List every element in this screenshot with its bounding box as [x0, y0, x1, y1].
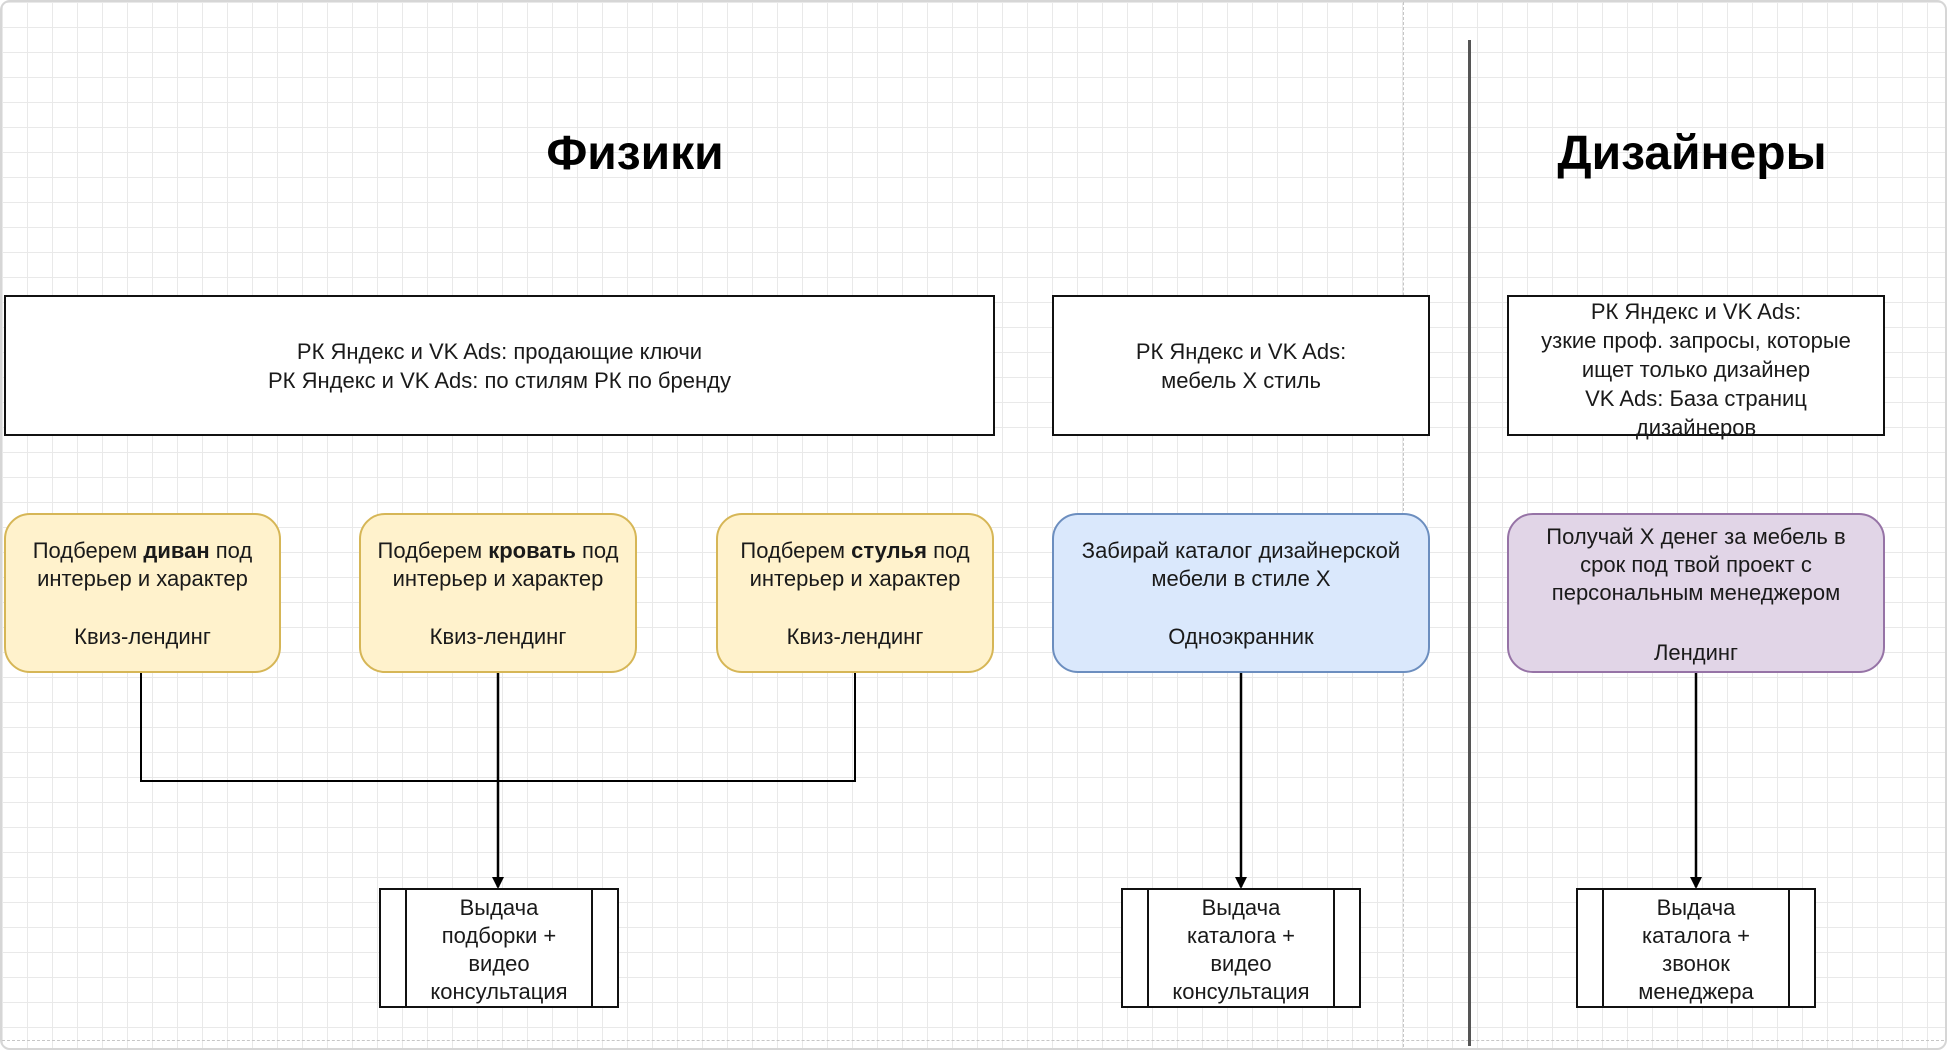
section-title-physicals: Физики — [546, 127, 724, 180]
campaign-text-main: РК Яндекс и VK Ads: продающие ключи РК Я… — [267, 338, 731, 393]
process-bar — [1333, 890, 1335, 1006]
landing-bed-type: Квиз-лендинг — [429, 624, 567, 649]
section-divider — [1468, 40, 1471, 1046]
landing-card-sofa[interactable]: Подберем диван под интерьер и характер К… — [4, 513, 281, 673]
outcome-text-catalog-video: Выдача каталога + видео консультация — [1172, 895, 1310, 1004]
landing-chairs-line1: Подберем стулья под — [740, 538, 970, 563]
campaign-box-main[interactable]: РК Яндекс и VK Ads: продающие ключи РК Я… — [4, 295, 995, 436]
landing-chairs-type: Квиз-лендинг — [786, 624, 924, 649]
section-title-designers: Дизайнеры — [1557, 127, 1827, 180]
landing-catalog-line2: мебели в стиле X — [1151, 566, 1331, 591]
process-bar — [1147, 890, 1149, 1006]
campaign-text-style: РК Яндекс и VK Ads: мебель X стиль — [1135, 338, 1347, 393]
process-bar — [591, 890, 593, 1006]
landing-sofa-line1: Подберем диван под — [32, 538, 253, 563]
landing-card-bed[interactable]: Подберем кровать под интерьер и характер… — [359, 513, 637, 673]
outcome-box-selection[interactable]: Выдача подборки + видео консультация — [379, 888, 619, 1008]
page-boundary-line — [2, 1040, 1945, 1041]
landing-sofa-line2: интерьер и характер — [37, 566, 248, 591]
landing-designer-line1: Получай X денег за мебель в — [1546, 524, 1846, 549]
outcome-text-selection: Выдача подборки + видео консультация — [430, 895, 568, 1004]
landing-catalog-type: Одноэкранник — [1168, 624, 1314, 649]
landing-sofa-type: Квиз-лендинг — [74, 624, 211, 649]
process-bar — [405, 890, 407, 1006]
landing-catalog-line1: Забирай каталог дизайнерской — [1081, 538, 1401, 563]
process-bar — [1602, 890, 1604, 1006]
landing-designer-type: Лендинг — [1653, 640, 1739, 665]
landing-bed-line1: Подберем кровать под — [377, 538, 619, 563]
campaign-box-style[interactable]: РК Яндекс и VK Ads: мебель X стиль — [1052, 295, 1430, 436]
landing-bed-line2: интерьер и характер — [392, 566, 604, 591]
campaign-box-designers[interactable]: РК Яндекс и VK Ads: узкие проф. запросы,… — [1507, 295, 1885, 440]
outcome-text-catalog-call: Выдача каталога + звонок менеджера — [1638, 895, 1754, 1004]
landing-card-catalog[interactable]: Забирай каталог дизайнерской мебели в ст… — [1052, 513, 1430, 673]
landing-card-designer[interactable]: Получай X денег за мебель в срок под тво… — [1507, 513, 1885, 673]
outcome-box-catalog-call[interactable]: Выдача каталога + звонок менеджера — [1576, 888, 1816, 1008]
landing-designer-line2: срок под твой проект с — [1580, 552, 1812, 577]
process-bar — [1788, 890, 1790, 1006]
landing-designer-line3: персональным менеджером — [1551, 580, 1841, 605]
campaign-text-designers: РК Яндекс и VK Ads: узкие проф. запросы,… — [1541, 299, 1851, 440]
outcome-box-catalog-video[interactable]: Выдача каталога + видео консультация — [1121, 888, 1361, 1008]
landing-chairs-line2: интерьер и характер — [749, 566, 961, 591]
landing-card-chairs[interactable]: Подберем стулья под интерьер и характер … — [716, 513, 994, 673]
connector-sofa-chairs — [140, 673, 856, 782]
